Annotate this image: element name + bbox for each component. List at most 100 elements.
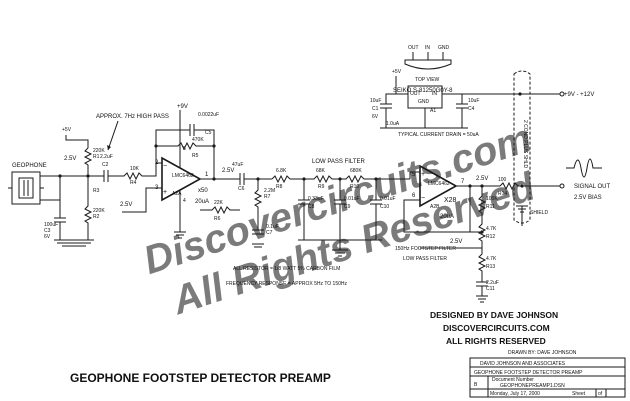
watermark: Discovercircuits.com All Rights Reserved <box>138 116 541 323</box>
c9-ref: C9 <box>344 204 351 210</box>
resistor-r8 <box>271 174 304 184</box>
c11-ref: C11 <box>486 286 495 292</box>
reg-pin-gnd: GND <box>438 45 450 51</box>
bias-label-2: 2.5V <box>120 202 132 208</box>
r11-ref: R11 <box>486 204 495 210</box>
title-block: DAVID JOHNSON AND ASSOCIATES GEOPHONE FO… <box>469 357 626 398</box>
r9-value: 68K <box>316 168 326 174</box>
regulator-package: OUT IN GND TOP VIEW <box>404 45 452 83</box>
ground-2 <box>174 231 186 239</box>
opamp2-pin6: 6 <box>412 193 416 199</box>
reg-pin-out: OUT <box>408 45 419 51</box>
r1-ref: R1 <box>93 154 100 160</box>
tb-sheet-label: Sheet <box>572 391 586 397</box>
reg-label-gnd: GND <box>418 99 430 105</box>
r10-ref: R10 <box>350 184 359 190</box>
bias-label-4: 2.5V <box>476 176 488 182</box>
tb-title: GEOPHONE FOOTSTEP DETECTOR PREAMP <box>474 370 583 376</box>
reg-current: 1.0uA <box>386 121 400 127</box>
geophone-symbol <box>8 171 44 205</box>
resistor-r9 <box>304 174 340 184</box>
tb-company: DAVID JOHNSON AND ASSOCIATES <box>480 361 566 367</box>
c4-ref: C4 <box>468 106 475 112</box>
tb-size: B <box>474 382 478 388</box>
c9-value: 0.01uF <box>344 196 360 202</box>
geophone-label: GEOPHONE <box>12 163 47 169</box>
c7-value: 0.1uF <box>266 224 279 230</box>
opamp-a2b <box>419 164 458 208</box>
resistor-r11 <box>477 186 487 220</box>
opamp1-pin4: 4 <box>183 198 186 204</box>
r7-value: 2.2M <box>264 188 275 194</box>
opamp1-current: 20uA <box>195 199 209 205</box>
r12-ref: R12 <box>486 234 495 240</box>
opamp2-pin7: 7 <box>461 179 465 185</box>
opamp1-gain: x50 <box>198 188 208 194</box>
ground-1 <box>54 239 94 247</box>
c10-ref: C10 <box>380 204 389 210</box>
r13-ref: R13 <box>486 264 495 270</box>
capacitor-c7 <box>252 229 264 235</box>
r3-ref: R3 <box>93 188 100 194</box>
ground-shield <box>516 205 528 213</box>
opamp2-pin5: 5 <box>412 172 416 178</box>
note-lowpass-2: LOW PASS FILTER <box>403 256 447 262</box>
r8-ref: R8 <box>276 184 283 190</box>
resistor-r2 <box>83 176 93 240</box>
resistor-r5 <box>156 141 214 151</box>
c5-ref: C5 <box>205 130 212 136</box>
reg-part: SEIKO S-81250G0Y-8 <box>393 88 453 94</box>
resistor-r10 <box>340 174 376 184</box>
waveform-icon <box>566 158 602 178</box>
r6-value: 22K <box>214 200 224 206</box>
capacitor-c1 <box>380 93 396 128</box>
r4-value: 10K <box>130 166 140 172</box>
opamp2-ref: A2B <box>430 204 440 210</box>
note-resistors: ALL RESISTOR = 1/8 WATT 5% CARBON FILM <box>233 266 340 272</box>
note-drain: TYPICAL CURRENT DRAIN = 50uA <box>398 132 479 138</box>
reg-top-view: TOP VIEW <box>415 77 440 83</box>
capacitor-c11 <box>476 276 488 296</box>
capacitor-c2 <box>103 170 109 182</box>
capacitor-c4 <box>456 94 468 128</box>
resistor-r4 <box>108 171 150 181</box>
credit-rights: ALL RIGHTS RESERVED <box>446 336 546 346</box>
tb-sheet-of: of <box>598 391 603 397</box>
resistor-r14 <box>499 181 540 191</box>
c1-voltage: 6V <box>372 114 379 120</box>
r2-value: 220K <box>93 208 105 214</box>
c3-voltage: 6V <box>44 234 51 240</box>
c1-ref: C1 <box>372 106 379 112</box>
credit-designed-by: DESIGNED BY DAVE JOHNSON <box>430 310 558 320</box>
svg-text:+: + <box>163 189 167 196</box>
opamp1-part: LMC6462 <box>172 173 194 179</box>
svg-text:−: − <box>421 195 425 202</box>
tb-doc-number: GEOPHONEPREAMP1.DSN <box>500 383 565 389</box>
capacitor-c9 <box>334 179 346 240</box>
r2-ref: R2 <box>93 214 100 220</box>
supply-label: +9V - +12V <box>564 92 594 98</box>
c6-ref: C6 <box>238 186 245 192</box>
r12-value: 4.7K <box>486 226 497 232</box>
resistor-r6 <box>200 205 240 215</box>
c8-value: 0.33uF <box>308 196 324 202</box>
c11-value: 2.2uF <box>486 280 499 286</box>
capacitor-c10 <box>370 179 382 240</box>
v5-label-b: +5V <box>392 69 402 75</box>
r10-value: 680K <box>350 168 362 174</box>
shielded-cable: 2 COND PLUS SHLD <box>513 70 531 224</box>
c3-ref: C3 <box>44 228 51 234</box>
c7-ref: C7 <box>266 230 273 236</box>
c1-value: 10uF <box>370 98 381 104</box>
credit-site: DISCOVERCIRCUITS.COM <box>443 323 550 333</box>
drawing-title: GEOPHONE FOOTSTEP DETECTOR PREAMP <box>70 371 331 385</box>
ground-5 <box>476 295 488 303</box>
c4-value: 10uF <box>468 98 479 104</box>
c2-ref: C2 <box>102 162 109 168</box>
reg-ref: A1 <box>430 108 436 114</box>
v5-label-a: +5V <box>62 127 72 133</box>
note-highpass: APPROX. 7Hz HIGH PASS <box>96 114 169 120</box>
capacitor-c5 <box>189 124 195 136</box>
tb-date: Monday, July 17, 2000 <box>490 391 540 397</box>
